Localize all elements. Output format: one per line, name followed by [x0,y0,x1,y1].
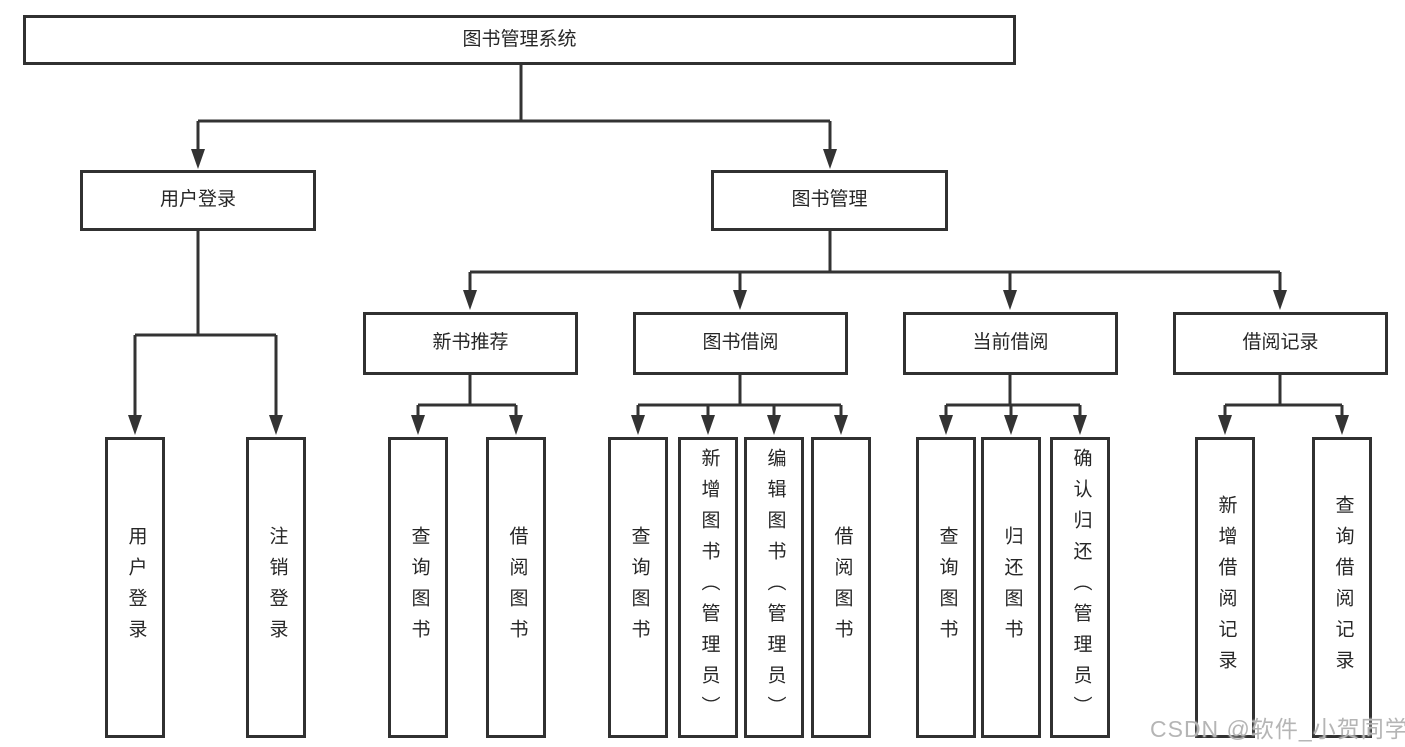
arrow-icon [834,415,848,435]
node-user-login-branch: 用户登录 [80,170,316,231]
arrow-icon [128,415,142,435]
edge-group-borrow-records [1223,375,1344,418]
csdn-watermark: CSDN @软件_小贺同学 [1150,716,1405,742]
edge-user-branch [133,231,278,418]
leaf-nbr-query-books: 查询图书 [388,437,448,738]
leaf-bb-borrow-books: 借阅图书 [811,437,871,738]
node-book-borrow: 图书借阅 [633,312,848,375]
arrow-icon [269,415,283,435]
arrow-icon [701,415,715,435]
tree-edges [133,65,1344,418]
node-current-borrow: 当前借阅 [903,312,1118,375]
arrow-icon [1218,415,1232,435]
leaf-logout: 注销登录 [246,437,306,738]
arrow-icon [1003,290,1017,310]
leaf-br-query-record: 查询借阅记录 [1312,437,1372,738]
node-book-mgmt-branch: 图书管理 [711,170,948,231]
arrow-icon [411,415,425,435]
arrow-icon [631,415,645,435]
node-new-book-recommend: 新书推荐 [363,312,578,375]
leaf-cb-return-books: 归还图书 [981,437,1041,738]
arrow-icon [1004,415,1018,435]
leaf-cb-confirm-return-admin: 确认归还（管理员） [1050,437,1110,738]
arrow-icon [1273,290,1287,310]
arrow-icon [823,149,837,169]
leaf-br-add-record: 新增借阅记录 [1195,437,1255,738]
arrow-icon [1073,415,1087,435]
arrow-icon [191,149,205,169]
leaf-cb-query-books: 查询图书 [916,437,976,738]
arrowheads [128,149,1349,435]
leaf-bb-query-books: 查询图书 [608,437,668,738]
arrow-icon [939,415,953,435]
edge-mgmt-branch [468,231,1282,293]
leaf-bb-edit-books-admin: 编辑图书（管理员） [744,437,804,738]
arrow-icon [463,290,477,310]
leaf-nbr-borrow-books: 借阅图书 [486,437,546,738]
arrow-icon [1335,415,1349,435]
arrow-icon [733,290,747,310]
edge-group-current-borrow [944,375,1082,418]
edge-group-book-borrow [636,375,843,418]
node-root: 图书管理系统 [23,15,1016,65]
arrow-icon [767,415,781,435]
leaf-user-login: 用户登录 [105,437,165,738]
edge-group-new-book [416,375,518,418]
leaf-bb-add-books-admin: 新增图书（管理员） [678,437,738,738]
node-borrow-records: 借阅记录 [1173,312,1388,375]
edge-root [196,65,832,152]
arrow-icon [509,415,523,435]
